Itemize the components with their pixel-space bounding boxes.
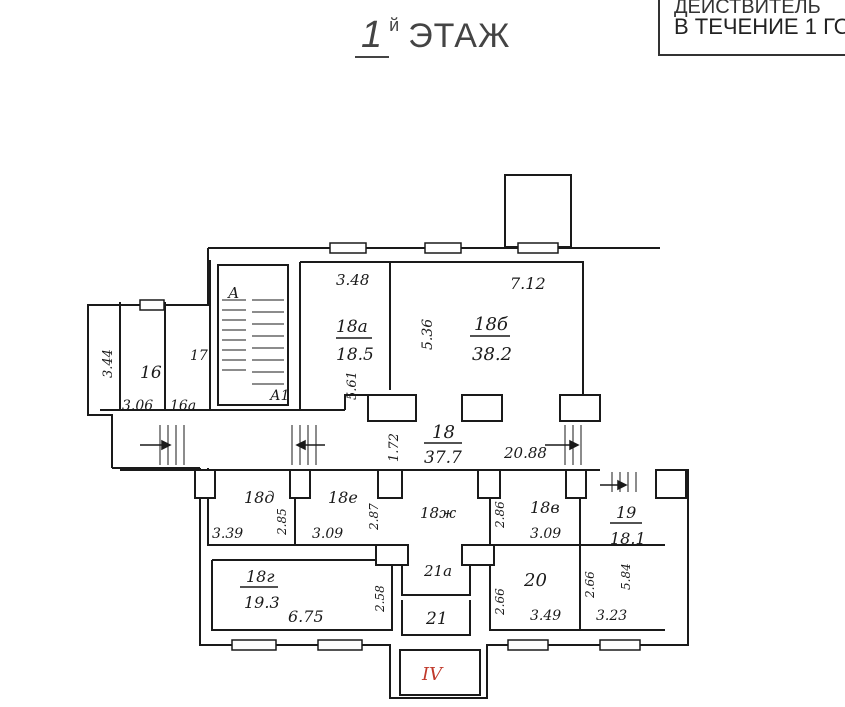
- room-iv-number: IV: [421, 664, 444, 685]
- room-21-number: 21: [425, 609, 448, 629]
- stair-a-label: А: [227, 284, 239, 302]
- room-18g-dim-bottom: 6.75: [288, 607, 324, 626]
- room-18-area: 37.7: [424, 448, 462, 468]
- room-18a-area: 18.5: [336, 345, 374, 365]
- room-18v-dim-bottom: 3.09: [530, 526, 561, 542]
- room-18b-dim-top: 7.12: [510, 274, 546, 293]
- room-20-dim-bottom: 3.49: [530, 608, 561, 624]
- room-20-dim-side-right: 2.66: [583, 571, 597, 599]
- floor-suffix: й: [389, 15, 401, 35]
- validity-stamp: ДЕЙСТВИТЕЛЬ В ТЕЧЕНИЕ 1 ГО: [658, 0, 845, 56]
- room-20-number: 20: [523, 570, 547, 591]
- room-18g-area: 19.3: [244, 593, 280, 612]
- room-20-dim-side-left: 2.66: [493, 588, 507, 616]
- floor-label: ЭТАЖ: [408, 17, 511, 55]
- dim-3-23: 3.23: [596, 608, 627, 624]
- room-18v-dim-side: 2.86: [493, 501, 507, 529]
- room-16a-dim: 3.06: [122, 398, 153, 414]
- room-18g-dim-side: 2.58: [373, 585, 387, 613]
- room-16-number: 16: [140, 363, 162, 383]
- room-18d-dim-bottom: 3.39: [212, 526, 243, 542]
- stamp-line-2: В ТЕЧЕНИЕ 1 ГО: [674, 14, 845, 39]
- room-17-number: 17: [190, 348, 208, 364]
- room-21a-number: 21а: [423, 562, 452, 580]
- stair-a1-label: А1: [269, 388, 290, 404]
- room-18v-number: 18в: [530, 498, 560, 517]
- room-16-dim: 3.44: [101, 349, 116, 378]
- room-18b-number: 18б: [474, 314, 509, 335]
- room-18g-number: 18г: [246, 567, 274, 586]
- room-19-number: 19: [616, 503, 636, 522]
- room-18-number: 18: [432, 422, 455, 443]
- room-18a-number: 18а: [336, 317, 368, 337]
- room-18b-area: 38.2: [472, 344, 512, 365]
- floor-number: 1: [355, 14, 390, 58]
- room-labels: 16 3.44 3.06 16а 17 А А1 3.48 18а 18.5 5…: [101, 271, 646, 685]
- stamp-line-1: ДЕЙСТВИТЕЛЬ: [674, 0, 821, 18]
- room-18zh-number: 18ж: [420, 504, 456, 522]
- room-18a-dim-side: 5.61: [345, 371, 360, 400]
- room-18b-dim-side: 5.36: [420, 319, 436, 350]
- room-18-dim-left: 1.72: [387, 433, 402, 462]
- room-18e-dim-bottom: 3.09: [312, 526, 343, 542]
- windows: [139, 242, 641, 651]
- room-19-dim-side: 5.84: [619, 563, 633, 590]
- room-19-area: 18.1: [610, 529, 646, 548]
- room-18d-dim-side: 2.85: [275, 508, 289, 536]
- room-18-dim-right: 20.88: [503, 444, 547, 462]
- room-18e-number: 18е: [328, 488, 358, 507]
- room-18e-dim-side: 2.87: [367, 503, 381, 531]
- room-16a-number: 16а: [170, 398, 196, 414]
- room-18d-number: 18д: [244, 488, 275, 507]
- entry-arrows: [140, 439, 628, 491]
- room-18a-dim-top: 3.48: [336, 271, 369, 289]
